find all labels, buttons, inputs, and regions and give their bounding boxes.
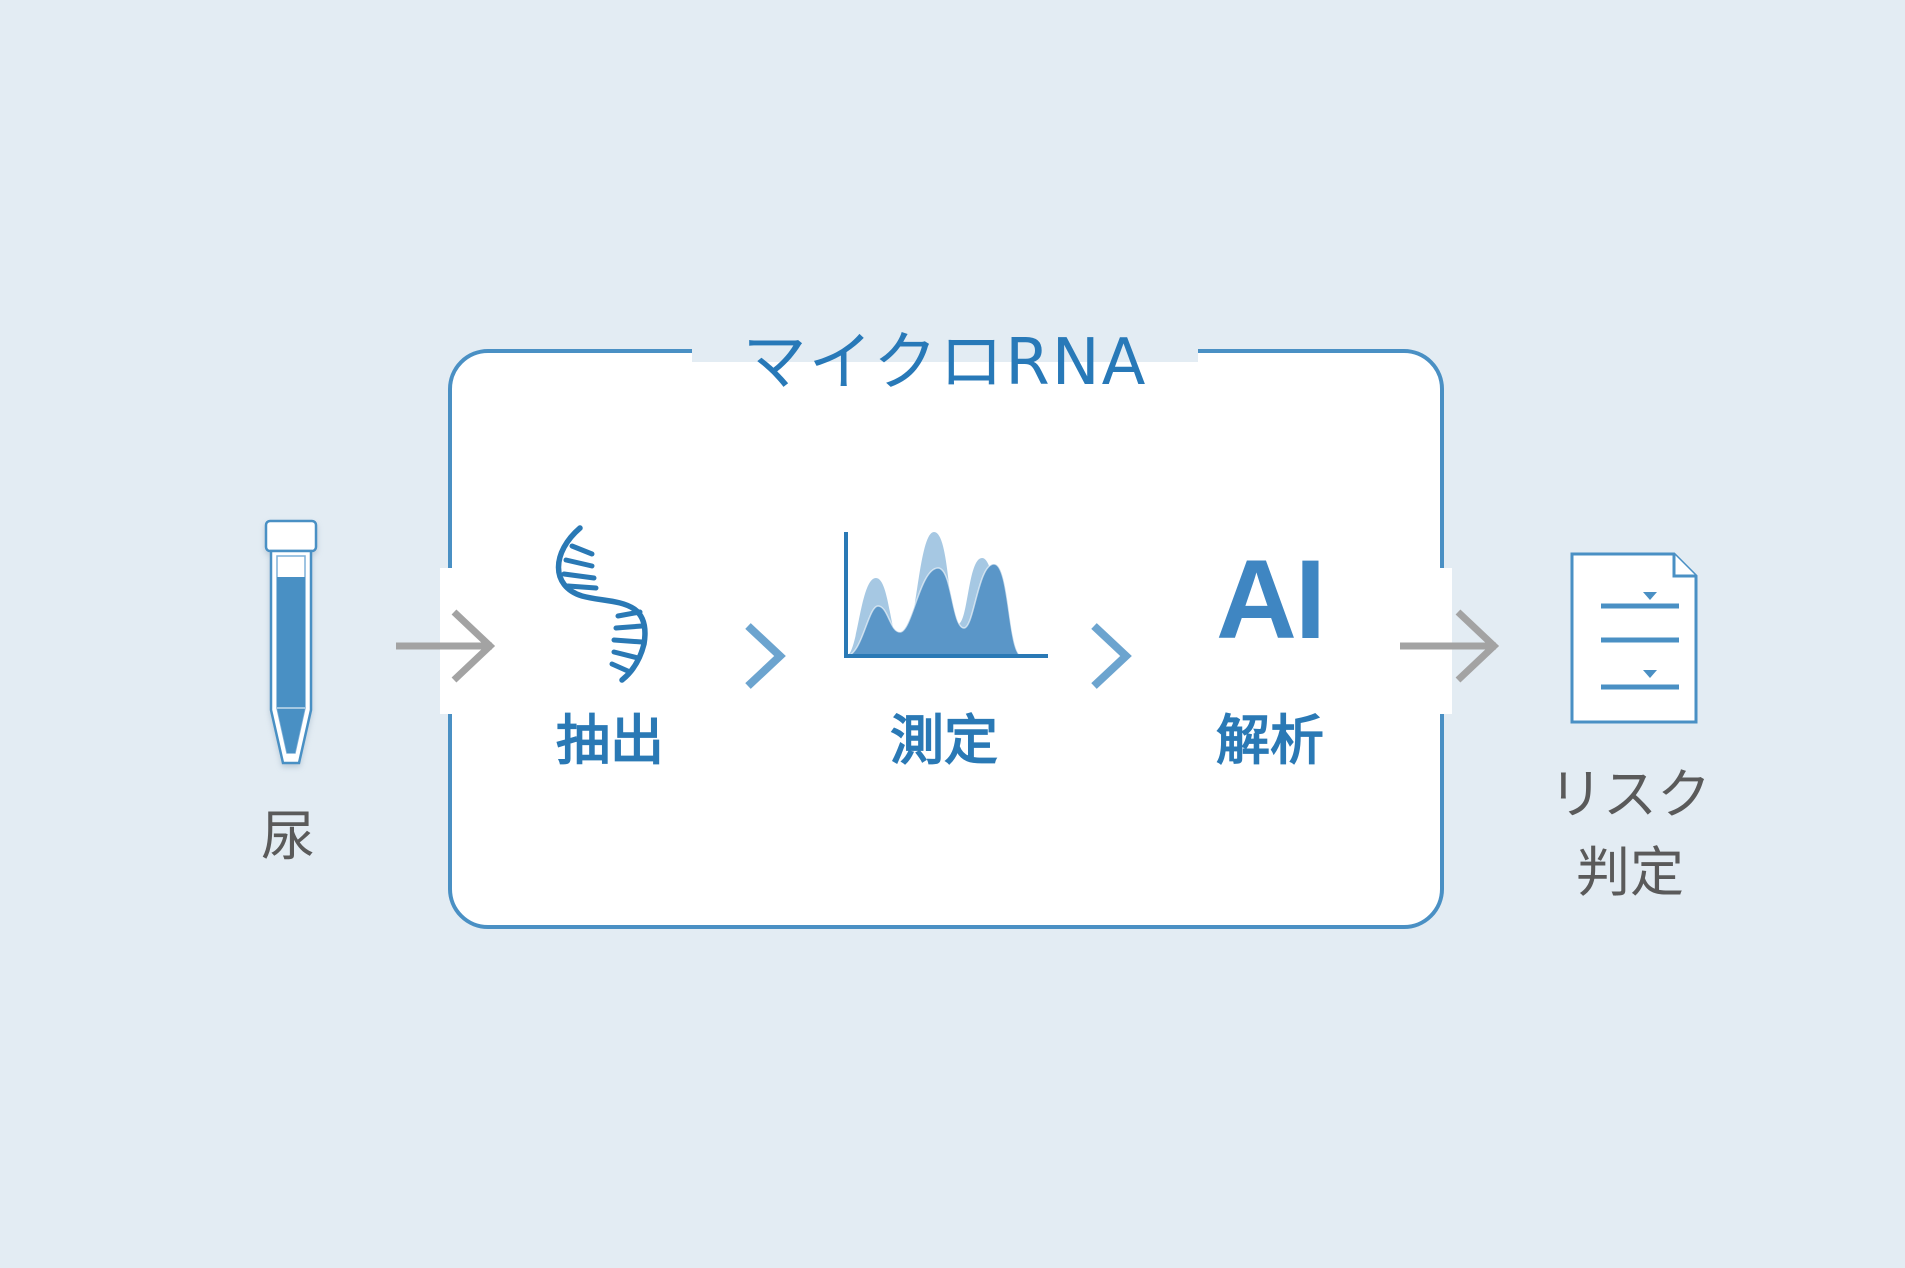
step-label-measure: 測定 (890, 709, 998, 772)
output-label-line2: 判定 (1576, 841, 1684, 904)
peak-chart-icon (844, 532, 1048, 658)
chevron-right-icon (745, 623, 786, 689)
input-label: 尿 (261, 805, 315, 868)
arrow-right-icon (396, 609, 496, 683)
arrow-right-icon (1400, 609, 1500, 683)
step-label-extract: 抽出 (556, 709, 664, 772)
test-tube-icon (264, 519, 318, 765)
report-document-icon (1570, 552, 1698, 724)
ai-icon: AI (1216, 537, 1326, 662)
panel-right-gap (1436, 568, 1452, 714)
chevron-right-icon (1091, 623, 1132, 689)
panel-title-gap (692, 340, 1198, 362)
panel-title: マイクロRNA (742, 326, 1148, 400)
dna-strand-icon (555, 525, 648, 683)
output-label-line1: リスク (1549, 763, 1711, 826)
step-label-analyze: 解析 (1216, 709, 1324, 772)
